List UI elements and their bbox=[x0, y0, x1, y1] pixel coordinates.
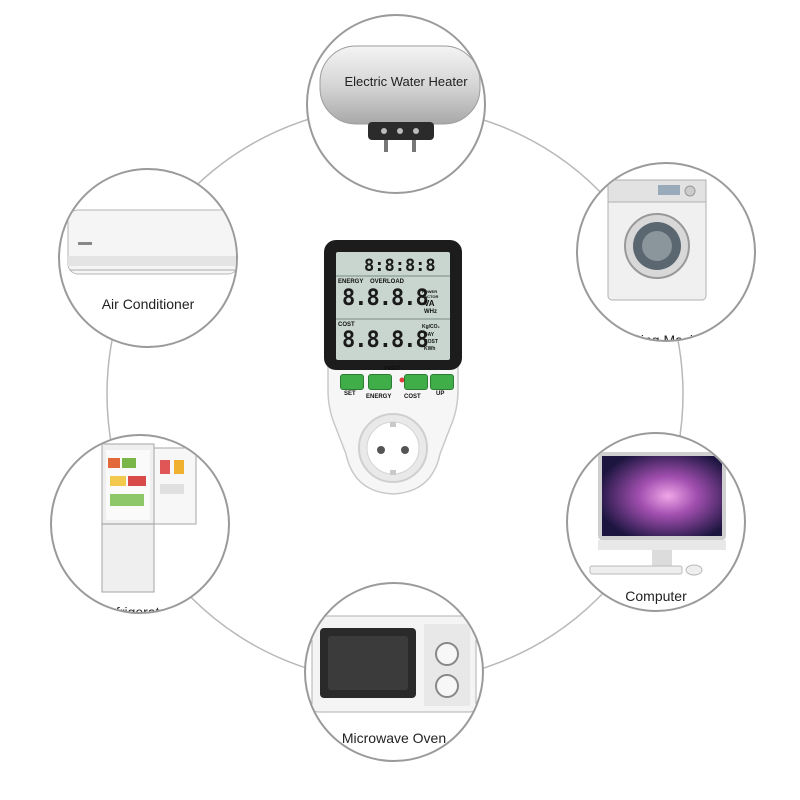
lcd-va-unit: VA bbox=[424, 299, 435, 308]
computer-image bbox=[589, 452, 726, 576]
microwave-node: Microwave Oven bbox=[304, 582, 484, 762]
set-button-label: SET bbox=[344, 391, 356, 397]
refrigerator-image bbox=[101, 443, 197, 593]
lcd-cost-value: 8.8.8.8 bbox=[342, 328, 429, 353]
cost-button[interactable] bbox=[404, 374, 428, 390]
lcd-kwh-unit: KWh bbox=[424, 346, 436, 352]
water-heater-label: Electric Water Heater bbox=[344, 74, 468, 89]
energy-button-label: ENERGY bbox=[366, 394, 392, 400]
washing-machine-label: Washing Machine bbox=[605, 332, 717, 342]
cost-button-label: COST bbox=[404, 394, 421, 400]
washing-machine-node: Washing Machine bbox=[576, 162, 756, 342]
water-heater-image bbox=[319, 45, 481, 152]
meter-body bbox=[324, 240, 462, 495]
microwave-label: Microwave Oven bbox=[341, 730, 447, 746]
air-conditioner-node: Air Conditioner bbox=[58, 168, 238, 348]
lcd-clock: 8:8:8:8 bbox=[364, 256, 436, 276]
water-heater-node: Electric Water Heater bbox=[306, 14, 486, 194]
up-button-label: UP bbox=[436, 391, 445, 397]
lcd-display: 8:8:8:8 ENERGY OVERLOAD 8.8.8.8 POWER FA… bbox=[336, 252, 450, 360]
lcd-power-value: 8.8.8.8 bbox=[342, 286, 429, 311]
computer-node: Computer bbox=[566, 432, 746, 612]
set-button[interactable] bbox=[340, 374, 364, 390]
computer-label: Computer bbox=[625, 588, 687, 604]
lcd-kgco2-unit: Kg/CO₂ bbox=[422, 324, 440, 330]
lcd-power-factor-unit: POWER FACTOR bbox=[422, 289, 439, 299]
power-socket[interactable] bbox=[367, 422, 419, 474]
lcd-energy-label: ENERGY bbox=[338, 279, 364, 285]
lcd-overload-label: OVERLOAD bbox=[370, 279, 405, 285]
air-conditioner-label: Air Conditioner bbox=[101, 296, 195, 312]
energy-button[interactable] bbox=[368, 374, 392, 390]
refrigerator-label: Refrigerator bbox=[98, 604, 172, 614]
reset-label: RESET bbox=[384, 366, 401, 372]
lcd-wh-unit: WHz bbox=[424, 309, 437, 315]
energy-meter: 8:8:8:8 ENERGY OVERLOAD 8.8.8.8 POWER FA… bbox=[322, 240, 464, 506]
lcd-day-unit: DAY bbox=[424, 332, 435, 338]
refrigerator-node: Refrigerator bbox=[50, 434, 230, 614]
lcd-cost-unit: COST bbox=[424, 339, 438, 345]
up-button[interactable] bbox=[430, 374, 454, 390]
air-conditioner-image bbox=[67, 209, 236, 275]
microwave-image bbox=[311, 615, 477, 713]
washing-machine-image bbox=[607, 179, 707, 301]
lcd-cost-label: COST bbox=[338, 322, 355, 328]
